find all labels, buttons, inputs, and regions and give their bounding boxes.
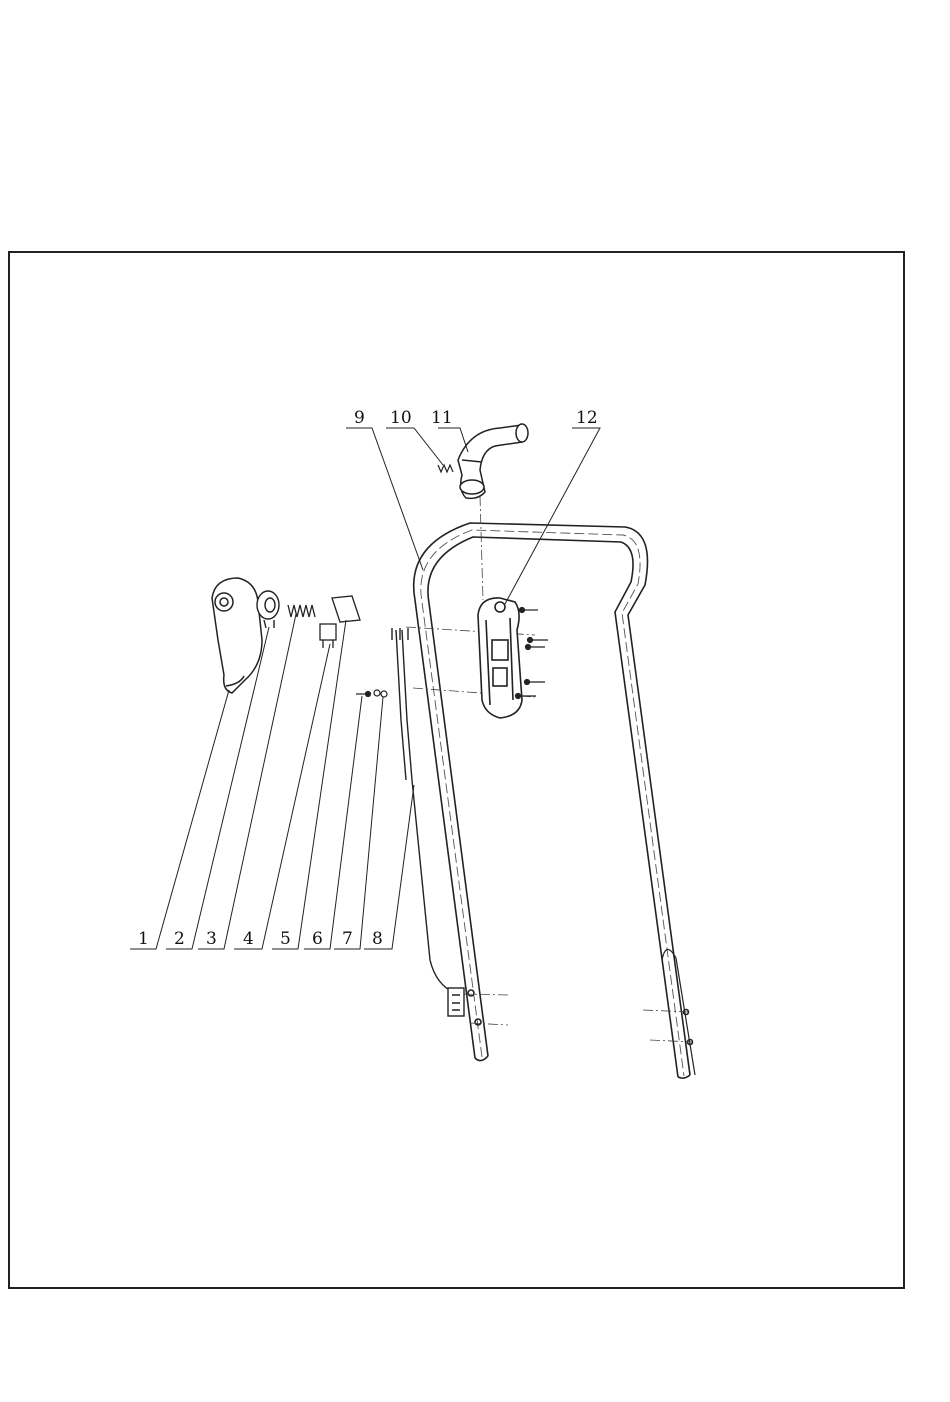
callout-4: 4 xyxy=(243,929,254,949)
callout-7: 7 xyxy=(342,929,353,949)
callout-12: 12 xyxy=(576,408,598,428)
callout-6: 6 xyxy=(312,929,323,949)
callout-3: 3 xyxy=(206,929,217,949)
grip-handle xyxy=(458,424,528,498)
callout-9: 9 xyxy=(354,408,365,428)
cable-harness xyxy=(392,628,464,1016)
small-spring xyxy=(438,465,453,472)
small-screws xyxy=(356,690,387,697)
control-box xyxy=(478,598,522,718)
micro-switch xyxy=(320,624,336,648)
coil-spring xyxy=(288,605,315,617)
leader-lines xyxy=(130,428,600,949)
diagram-frame xyxy=(9,252,904,1288)
cover-plate xyxy=(332,596,360,622)
callout-10: 10 xyxy=(390,408,412,428)
callout-5: 5 xyxy=(280,929,291,949)
callout-8: 8 xyxy=(372,929,383,949)
callout-1: 1 xyxy=(138,929,149,949)
callout-11: 11 xyxy=(431,408,453,428)
screw-axis-lines xyxy=(406,496,693,1042)
callout-2: 2 xyxy=(174,929,185,949)
switch-housing xyxy=(212,578,262,693)
